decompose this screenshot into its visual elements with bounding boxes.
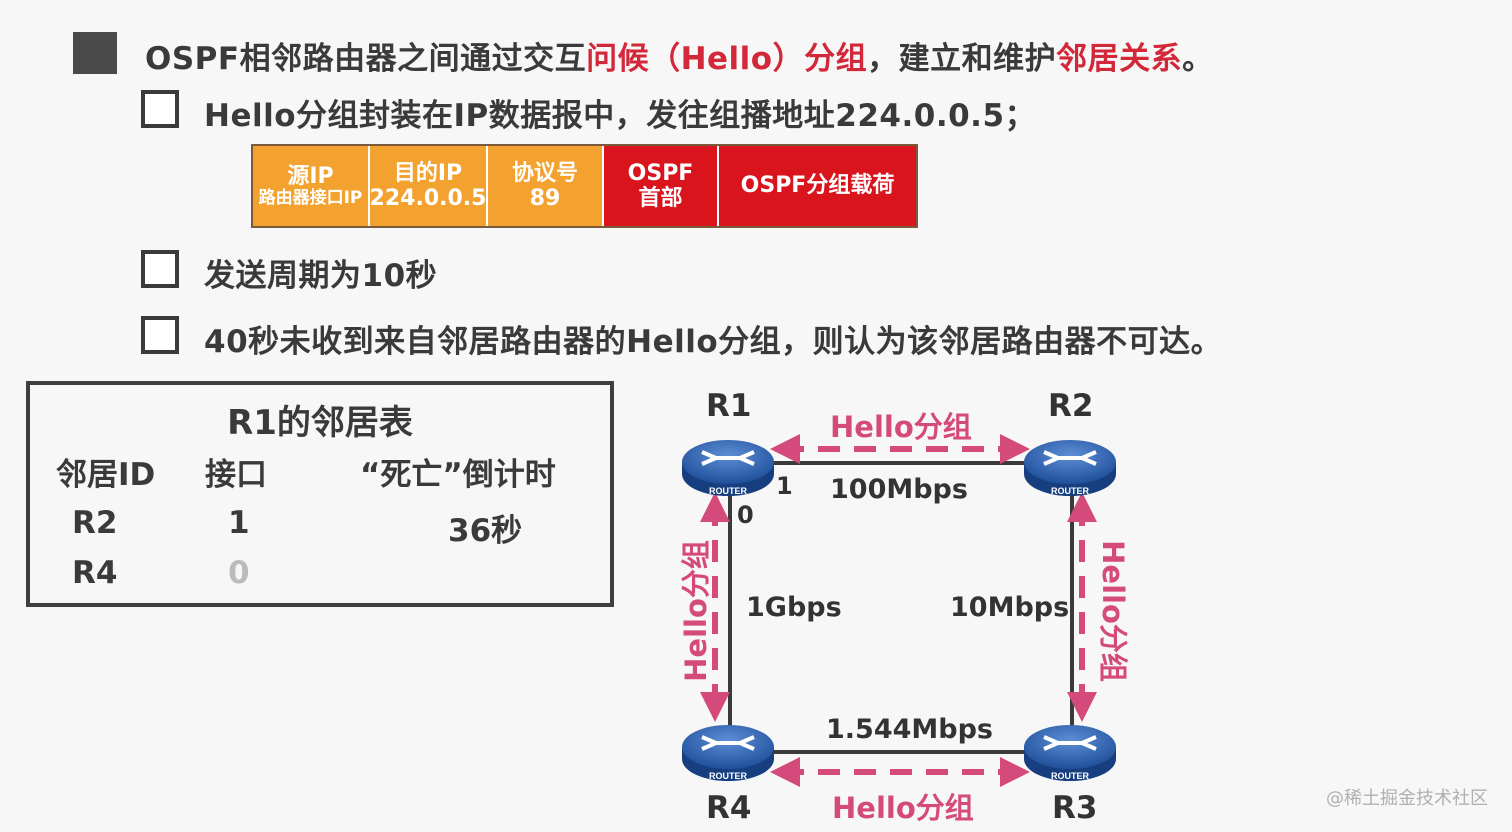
checkbox-icon	[141, 90, 179, 128]
sub-bullet-2: 发送周期为10秒	[204, 258, 438, 294]
router-label-r3: R3	[1052, 790, 1098, 826]
port-label-r1-bottom: 0	[737, 501, 754, 529]
main-bullet-highlight-neighbor: 邻居关系	[1056, 41, 1183, 77]
row-r2-timer: 36秒	[448, 513, 523, 549]
packet-dst-title: 目的IP	[393, 160, 463, 186]
hello-label-left: Hello分组	[678, 540, 713, 682]
main-bullet-text: OSPF相邻路由器之间通过交互问候（Hello）分组，建立和维护邻居关系。	[145, 33, 1214, 78]
neighbor-table-title: R1的邻居表	[227, 403, 413, 443]
packet-ospf-header-l2: 首部	[638, 186, 683, 211]
hello-label-bottom: Hello分组	[832, 791, 974, 825]
checkbox-icon	[141, 316, 179, 354]
packet-dst-value: 224.0.0.5	[369, 186, 487, 211]
router-label-r2: R2	[1048, 388, 1094, 424]
router-r1-icon: ROUTER	[682, 440, 774, 496]
r1-neighbor-table: R1的邻居表 邻居ID 接口 “死亡”倒计时 R2 1 36秒 R4 0	[26, 381, 614, 607]
packet-ospf-header: OSPF 首部	[604, 146, 719, 226]
checkbox-icon	[141, 250, 179, 288]
main-bullet-highlight-hello: 问候（Hello）分组	[586, 41, 868, 77]
row-r4-id: R4	[72, 555, 118, 591]
main-bullet-part1: OSPF相邻路由器之间通过交互	[145, 41, 587, 77]
router-r3-icon: ROUTER	[1024, 725, 1116, 781]
router-r2-icon: ROUTER	[1024, 440, 1116, 496]
packet-src-title: 源IP	[287, 163, 334, 189]
router-label-r4: R4	[706, 790, 752, 826]
link-label-r2-r3: 10Mbps	[950, 592, 1070, 623]
header-neighbor-id: 邻居ID	[56, 457, 156, 493]
header-dead-timer: “死亡”倒计时	[360, 457, 556, 493]
router-badge: ROUTER	[1051, 486, 1090, 496]
row-r2-interface: 1	[228, 505, 250, 541]
hello-label-right: Hello分组	[1095, 540, 1130, 682]
sub-bullet-3: 40秒未收到来自邻居路由器的Hello分组，则认为该邻居路由器不可达。	[204, 324, 1223, 360]
router-r4-icon: ROUTER	[682, 725, 774, 781]
router-badge: ROUTER	[709, 771, 748, 781]
link-label-r1-r2: 100Mbps	[830, 474, 968, 505]
packet-ospf-payload: OSPF分组载荷	[719, 146, 916, 226]
packet-payload-label: OSPF分组载荷	[740, 173, 895, 199]
port-label-r1-right: 1	[776, 472, 793, 500]
packet-src-ip: 源IP 路由器接口IP	[253, 146, 370, 226]
link-label-r4-r3: 1.544Mbps	[826, 714, 993, 745]
main-bullet-part3: 。	[1182, 41, 1214, 77]
link-label-r1-r4: 1Gbps	[746, 592, 842, 623]
packet-dst-ip: 目的IP 224.0.0.5	[370, 146, 488, 226]
packet-proto-value: 89	[529, 186, 561, 211]
ip-datagram-diagram: 源IP 路由器接口IP 目的IP 224.0.0.5 协议号 89 OSPF 首…	[251, 144, 918, 228]
hello-label-top: Hello分组	[830, 410, 972, 444]
router-label-r1: R1	[706, 388, 752, 424]
sub-bullet-1: Hello分组封装在IP数据报中，发往组播地址224.0.0.5；	[204, 98, 1037, 134]
watermark: @稀土掘金技术社区	[1326, 788, 1488, 809]
row-r4-interface: 0	[228, 555, 250, 591]
packet-ospf-header-l1: OSPF	[627, 160, 694, 186]
router-badge: ROUTER	[709, 486, 748, 496]
header-interface: 接口	[205, 457, 267, 493]
row-r2-id: R2	[72, 505, 118, 541]
packet-proto-title: 协议号	[511, 160, 578, 186]
router-badge: ROUTER	[1051, 771, 1090, 781]
main-bullet-part2: ，建立和维护	[867, 41, 1057, 77]
bullet-square-icon	[73, 32, 117, 74]
packet-src-sub: 路由器接口IP	[258, 187, 363, 208]
packet-protocol: 协议号 89	[488, 146, 604, 226]
